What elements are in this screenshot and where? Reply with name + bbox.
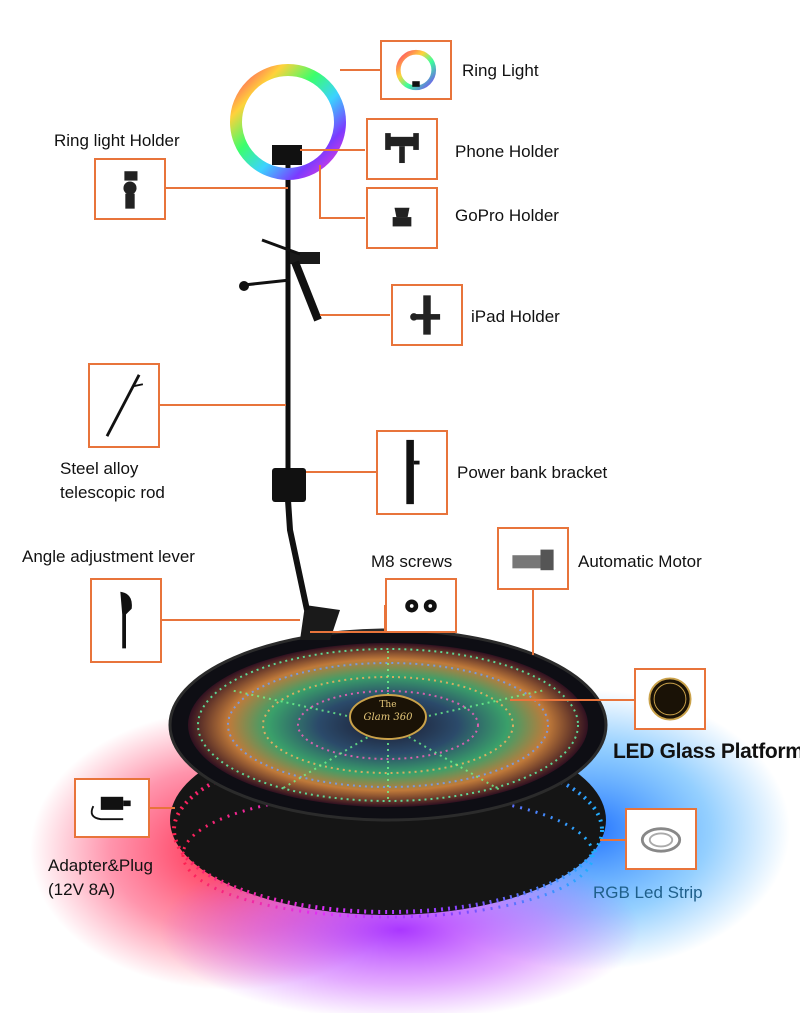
ring-light-label: Ring Light (462, 61, 539, 80)
adapter-label-line1: Adapter&Plug (48, 856, 153, 875)
phone-clamp-icon (385, 133, 419, 164)
m8-screws-label: M8 screws (371, 552, 453, 571)
angle-lever-label: Angle adjustment lever (22, 547, 195, 566)
bracket-icon (406, 439, 420, 505)
gopro-mount-icon (392, 207, 412, 227)
gopro-holder-label: GoPro Holder (455, 206, 559, 225)
phone-holder-label: Phone Holder (455, 142, 559, 161)
m8-screws-thumb-box (385, 578, 457, 633)
power-bank-thumb-box (376, 430, 448, 515)
badge-line1: The (379, 700, 397, 710)
ipad-holder-label: iPad Holder (471, 307, 560, 326)
telescopic-rod-icon (105, 374, 144, 437)
ipad-holder-thumb-box (391, 284, 463, 346)
ipad-clamp-icon (410, 295, 441, 335)
power-adapter-icon (90, 796, 131, 821)
motor-thumb-box (497, 527, 569, 590)
angle-lever-thumb-box (90, 578, 162, 663)
motor-label: Automatic Motor (578, 552, 702, 571)
ring-light-holder-label: Ring light Holder (54, 131, 180, 150)
ring-light-icon (395, 49, 437, 91)
adapter-label-line2: (12V 8A) (48, 880, 116, 899)
rgb-strip-thumb-box (625, 808, 697, 870)
led-strip-reel-icon (640, 827, 682, 853)
phone-holder-thumb-box (366, 118, 438, 180)
steel-rod-label-line2: telescopic rod (60, 483, 165, 502)
ring-light-thumb-box (380, 40, 452, 100)
lever-icon (120, 591, 132, 649)
ball-head-icon (123, 171, 138, 209)
gopro-holder-thumb-box (366, 187, 438, 249)
led-platform-thumb-box (634, 668, 706, 730)
adapter-thumb-box (74, 778, 150, 838)
steel-rod-label-line1: Steel alloy (60, 459, 139, 478)
screw-knob-icon (405, 599, 437, 613)
badge-line2: Glam 360 (363, 712, 413, 723)
motor-icon (512, 549, 554, 571)
power-bank-label: Power bank bracket (457, 463, 608, 482)
glam-badge-icon (648, 677, 692, 721)
rgb-strip-label: RGB Led Strip (593, 883, 703, 902)
ring-light-holder-thumb-box (94, 158, 166, 220)
led-platform-label: LED Glass Platform (613, 740, 800, 763)
steel-rod-thumb-box (88, 363, 160, 448)
